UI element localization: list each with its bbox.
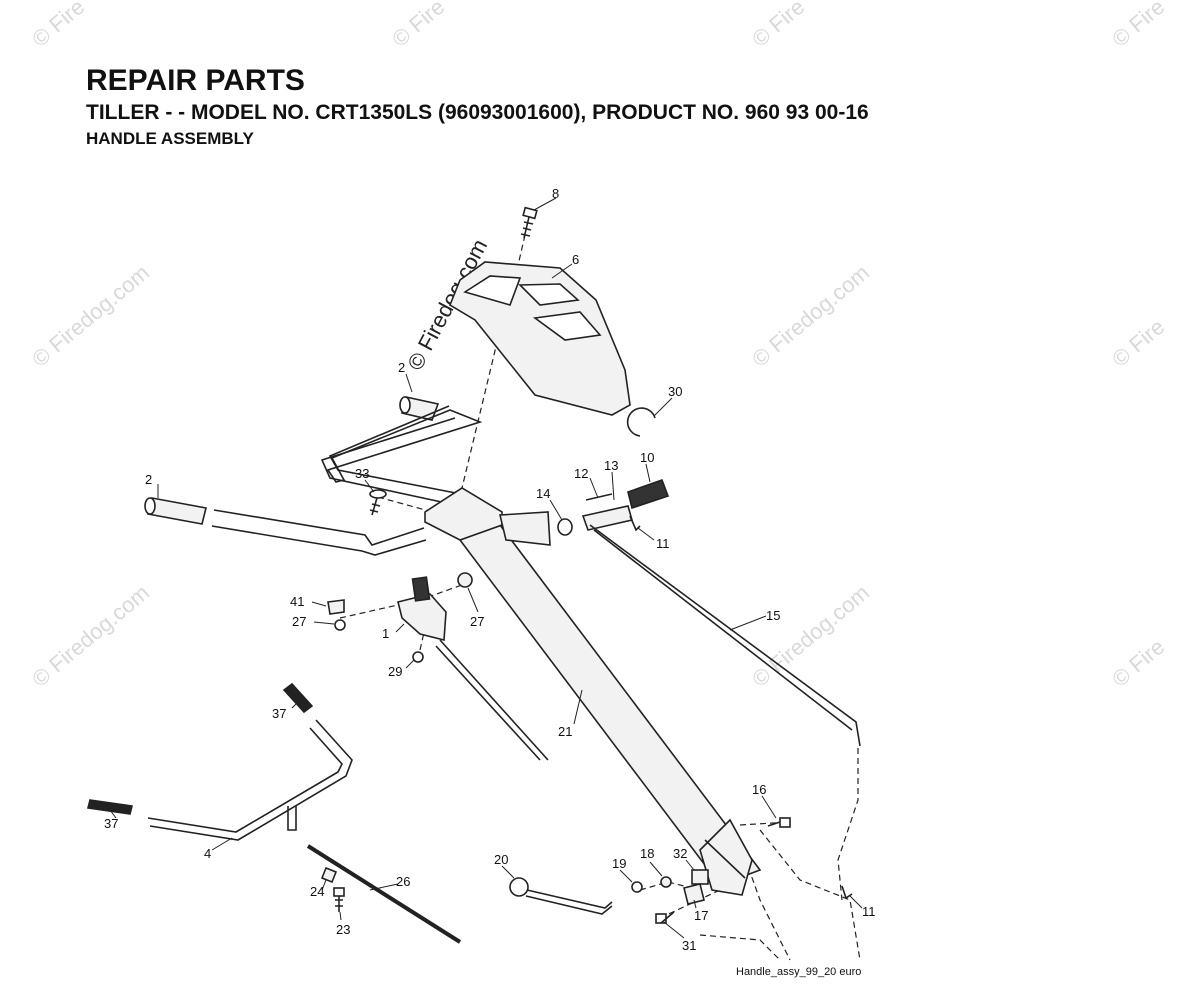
page-title: REPAIR PARTS (86, 64, 305, 97)
nut-part-27 (457, 572, 473, 588)
diagram-footer-label: Handle_assy_99_20 euro (736, 966, 862, 978)
watermark-text: © Firedog.com (27, 260, 154, 372)
callout-8: 8 (552, 186, 559, 201)
watermark-text: © Fire (747, 0, 809, 52)
bolt-part-33 (369, 489, 387, 516)
handle-bar-part (144, 396, 483, 556)
watermark-text: © Fire (1107, 634, 1169, 692)
callout-31: 31 (682, 938, 696, 953)
watermark-text: © Firedog.com (747, 260, 874, 372)
knob-rod-part-20 (509, 877, 613, 915)
screw-part-8 (520, 206, 538, 239)
callout-37: 37 (272, 706, 286, 721)
clip-part-24 (320, 866, 338, 884)
spacer-part-32 (691, 869, 709, 885)
callout-17: 17 (694, 908, 708, 923)
callout-37: 37 (104, 816, 118, 831)
callout-24: 24 (310, 884, 324, 899)
callout-41: 41 (290, 594, 304, 609)
callout-19: 19 (612, 856, 626, 871)
callout-labels: 8 6 2 30 2 33 12 13 10 14 11 41 27 27 1 … (104, 186, 876, 953)
callout-11: 11 (656, 536, 670, 551)
page-header: REPAIR PARTS TILLER - - MODEL NO. CRT135… (86, 64, 869, 150)
bushing-part-17 (683, 883, 705, 905)
callout-30: 30 (668, 384, 682, 399)
callout-12: 12 (574, 466, 588, 481)
callout-1: 1 (382, 626, 389, 641)
callout-13: 13 (604, 458, 618, 473)
callout-26: 26 (396, 874, 410, 889)
shift-rod-part-15 (593, 529, 853, 731)
cotter-pin-part-11 (629, 515, 641, 532)
control-rod-part-4 (87, 682, 353, 841)
callout-2: 2 (145, 472, 152, 487)
callout-21: 21 (558, 724, 572, 739)
leader-lines (109, 197, 863, 939)
nut-part-18 (660, 876, 672, 888)
spacer-part-14 (557, 518, 573, 536)
watermark-text: © Firedog.com (27, 580, 154, 692)
watermark-text: © Fire (27, 0, 89, 52)
bolt-part-16 (767, 817, 791, 828)
nut-part-27 (334, 619, 346, 631)
screw-part-23 (333, 887, 345, 912)
callout-27: 27 (470, 614, 484, 629)
cable-part-26 (306, 844, 462, 944)
bracket-part-1 (397, 576, 549, 761)
cotter-pin-part-11 (841, 885, 853, 900)
callout-27: 27 (292, 614, 306, 629)
callout-33: 33 (355, 466, 369, 481)
callout-2: 2 (398, 360, 405, 375)
model-subtitle: TILLER - - MODEL NO. CRT1350LS (96093001… (86, 101, 869, 124)
callout-4: 4 (204, 846, 211, 861)
clip-part-30 (626, 407, 656, 437)
callout-23: 23 (336, 922, 350, 937)
washer-part-19 (631, 881, 643, 893)
callout-6: 6 (572, 252, 579, 267)
watermark-text: © Firedog.com (747, 580, 874, 692)
bolt-part-31 (655, 911, 675, 924)
callout-15: 15 (766, 608, 780, 623)
callout-18: 18 (640, 846, 654, 861)
shift-lever-part (581, 478, 670, 531)
callout-11: 11 (862, 904, 876, 919)
callout-29: 29 (388, 664, 402, 679)
nut-part-29 (412, 651, 424, 663)
callout-14: 14 (536, 486, 550, 501)
watermark-text: © Fire (1107, 0, 1169, 52)
watermark-text: © Fire (387, 0, 449, 52)
callout-20: 20 (494, 852, 508, 867)
shift-rod-part-15 (589, 524, 861, 747)
watermark-text: © Fire (1107, 314, 1169, 372)
callout-32: 32 (673, 846, 687, 861)
clip-part-41 (327, 599, 345, 615)
callout-16: 16 (752, 782, 766, 797)
console-cover-part (449, 261, 631, 416)
handle-tube-part-21 (424, 487, 762, 896)
callout-10: 10 (640, 450, 654, 465)
section-title: HANDLE ASSEMBLY (86, 129, 254, 148)
